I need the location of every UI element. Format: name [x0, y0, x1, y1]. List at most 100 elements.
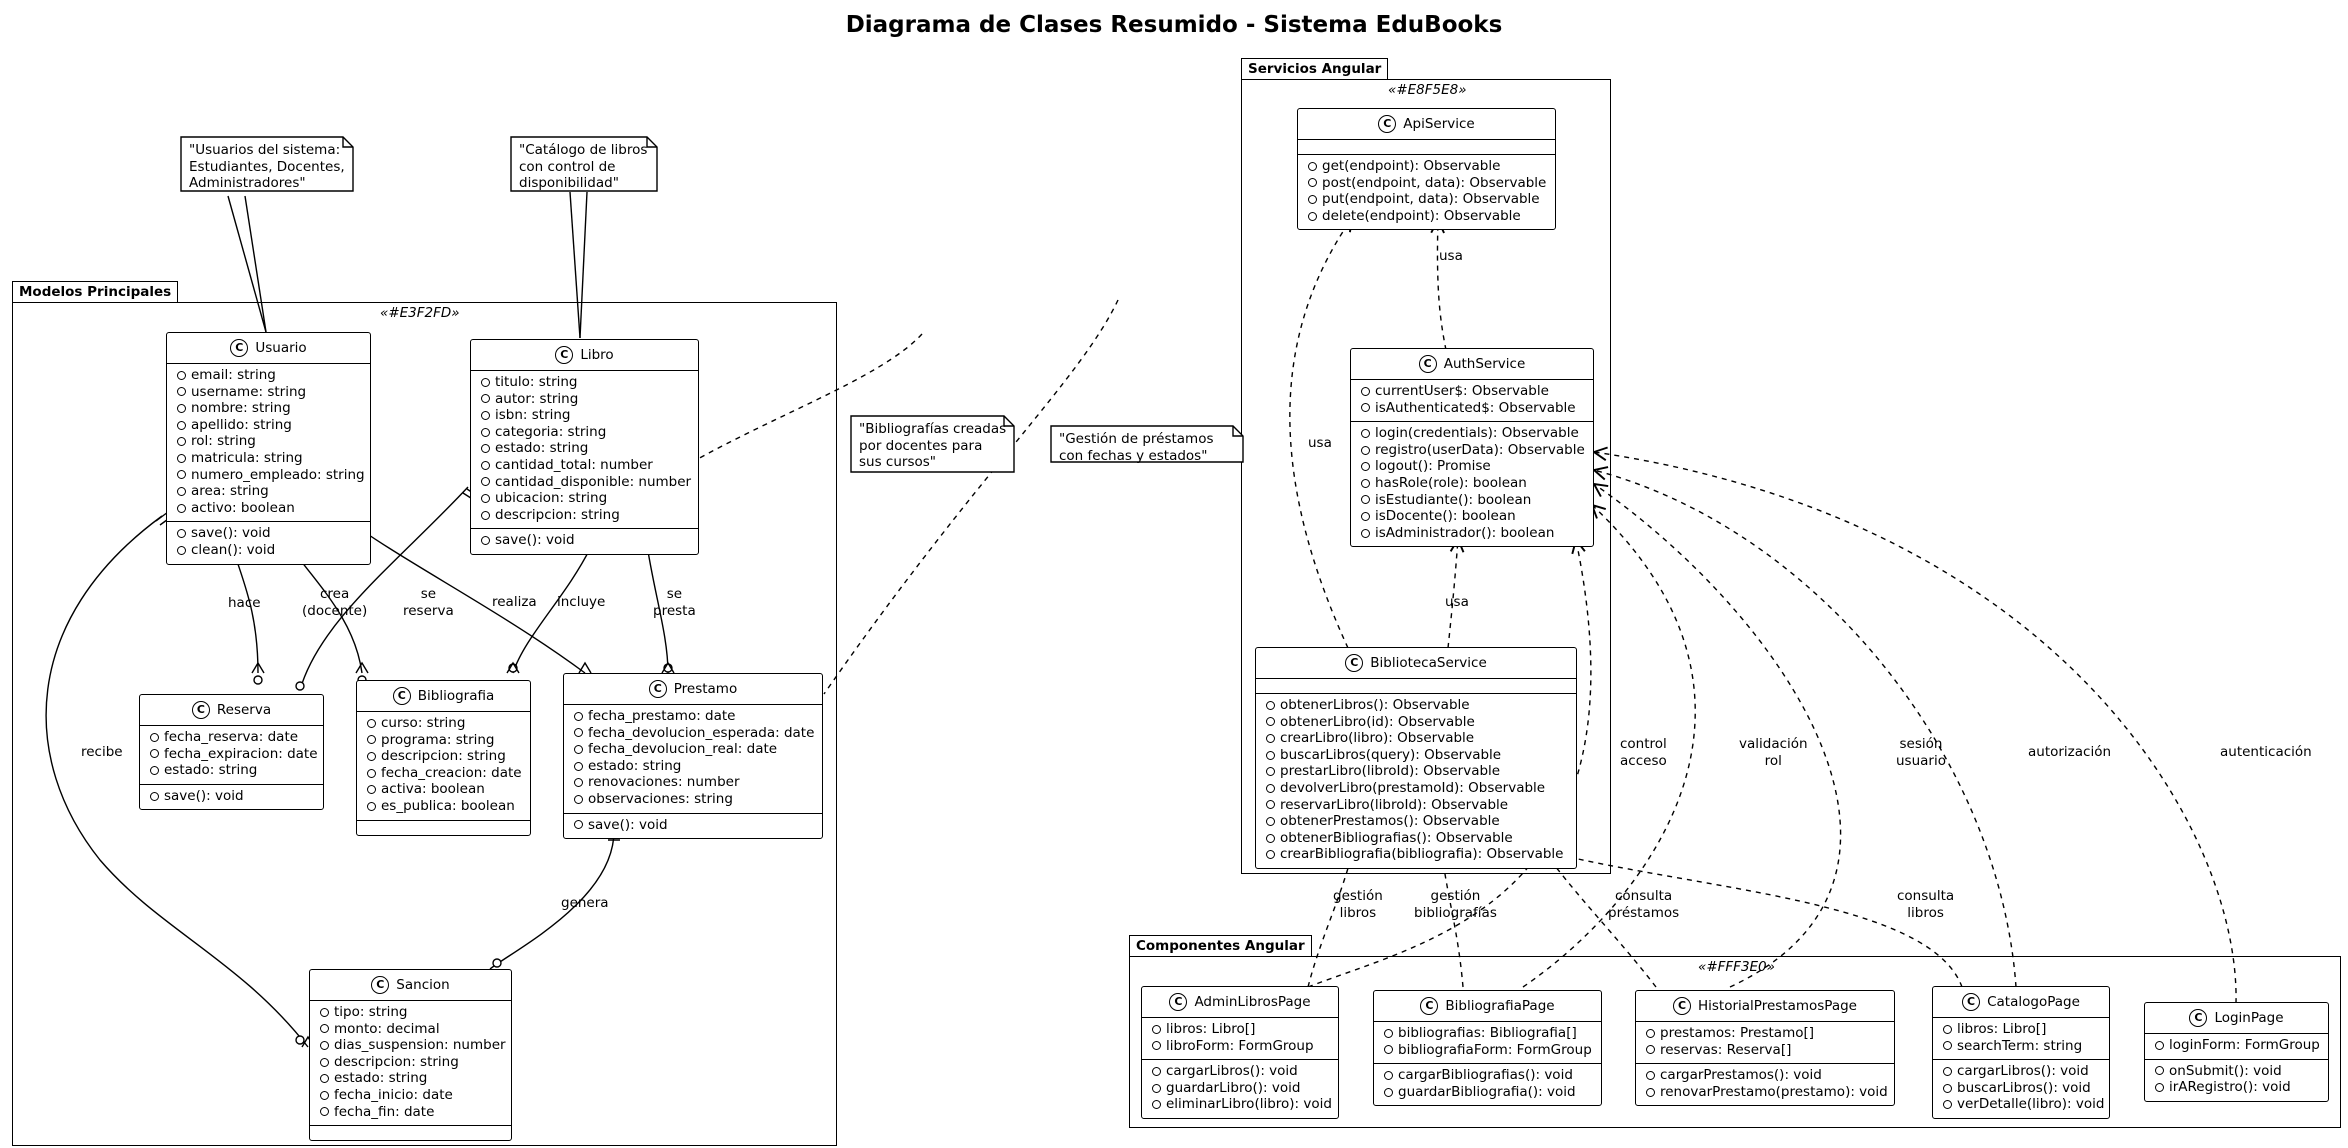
dep-historial-biblioteca — [1546, 854, 1657, 988]
class-member: tipo: string — [320, 1004, 505, 1021]
note-connector-usuarios — [227, 195, 267, 333]
public-visibility-icon — [1361, 462, 1370, 472]
class-member: cargarLibros(): void — [1152, 1063, 1332, 1080]
public-visibility-icon — [1361, 386, 1370, 396]
class-member: renovarPrestamo(prestamo): void — [1646, 1084, 1888, 1101]
public-visibility-icon — [177, 387, 186, 397]
class-member: post(endpoint, data): Observable — [1308, 175, 1549, 192]
class-attributes — [1298, 140, 1555, 155]
label-usa-biblioteca-api: usa — [1308, 435, 1332, 451]
diagram-title: Diagrama de Clases Resumido - Sistema Ed… — [845, 12, 1503, 38]
label-gestion-bibliografias: gestión bibliografías — [1414, 888, 1497, 921]
member-text: get(endpoint): Observable — [1322, 158, 1501, 174]
member-text: clean(): void — [191, 541, 276, 558]
class-member: irARegistro(): void — [2155, 1079, 2322, 1096]
member-text: tipo: string — [334, 1004, 408, 1020]
public-visibility-icon — [481, 493, 490, 503]
class-member: buscarLibros(query): Observable — [1266, 747, 1570, 764]
member-text: bibliografias: Bibliografia[] — [1398, 1025, 1577, 1041]
public-visibility-icon — [481, 427, 490, 437]
member-text: reservas: Reserva[] — [1660, 1041, 1792, 1058]
label-se-presta: se presta — [653, 586, 696, 619]
class-name: Usuario — [255, 340, 307, 356]
public-visibility-icon — [1646, 1087, 1655, 1097]
public-visibility-icon — [1943, 1041, 1952, 1051]
class-c-icon: C — [1672, 997, 1691, 1015]
public-visibility-icon — [177, 545, 186, 555]
class-member: currentUser$: Observable — [1361, 383, 1587, 400]
public-visibility-icon — [1152, 1041, 1161, 1051]
class-attributes: libros: Libro[]searchTerm: string — [1933, 1018, 2109, 1061]
public-visibility-icon — [1308, 211, 1317, 221]
member-text: isEstudiante(): boolean — [1375, 491, 1532, 508]
class-member: matricula: string — [177, 450, 364, 467]
class-member: guardarBibliografia(): void — [1384, 1084, 1595, 1101]
class-c-icon: C — [1345, 654, 1364, 672]
member-text: renovarPrestamo(prestamo): void — [1660, 1083, 1888, 1100]
class-member: isbn: string — [481, 407, 692, 424]
class-member: save(): void — [177, 525, 364, 542]
member-text: descripcion: string — [381, 748, 506, 765]
member-text: estado: string — [164, 762, 258, 779]
label-autorizacion: autorización — [2028, 744, 2112, 760]
dep-biblioteca-api — [1289, 218, 1352, 649]
class-member: save(): void — [150, 788, 317, 805]
label-realiza: realiza — [492, 594, 537, 610]
member-text: estado: string — [495, 440, 589, 457]
public-visibility-icon — [177, 420, 186, 430]
class-name: Libro — [580, 347, 614, 363]
public-visibility-icon — [1266, 800, 1275, 810]
class-c-icon: C — [1169, 993, 1188, 1011]
member-text: guardarLibro(): void — [1166, 1079, 1301, 1096]
class-member: obtenerLibro(id): Observable — [1266, 714, 1570, 731]
member-text: fecha_inicio: date — [334, 1086, 453, 1103]
dep-bibliografia-biblioteca — [1442, 854, 1464, 988]
class-member: isEstudiante(): boolean — [1361, 492, 1587, 509]
class-member: cargarPrestamos(): void — [1646, 1067, 1888, 1084]
member-text: curso: string — [381, 715, 466, 731]
member-text: fecha_fin: date — [334, 1103, 435, 1120]
class-name: LoginPage — [2214, 1010, 2284, 1026]
member-text: put(endpoint, data): Observable — [1322, 191, 1540, 208]
member-text: prestarLibro(libroId): Observable — [1280, 763, 1501, 780]
class-member: email: string — [177, 367, 364, 384]
public-visibility-icon — [481, 444, 490, 454]
class-name: BibliotecaService — [1370, 655, 1487, 671]
class-member: eliminarLibro(libro): void — [1152, 1096, 1332, 1113]
class-member: reservas: Reserva[] — [1646, 1042, 1888, 1059]
class-member: fecha_fin: date — [320, 1104, 505, 1121]
class-member: put(endpoint, data): Observable — [1308, 191, 1549, 208]
member-text: monto: decimal — [334, 1020, 440, 1037]
class-member: estado: string — [481, 440, 692, 457]
class-member: logout(): Promise — [1361, 458, 1587, 475]
public-visibility-icon — [1361, 403, 1370, 413]
package-tab-servicios: Servicios Angular — [1241, 58, 1389, 79]
public-visibility-icon — [320, 1040, 329, 1050]
class-member: cargarBibliografias(): void — [1384, 1067, 1595, 1084]
member-text: buscarLibros(query): Observable — [1280, 746, 1502, 763]
public-visibility-icon — [574, 711, 583, 721]
member-text: estado: string — [334, 1070, 428, 1087]
member-text: cantidad_total: number — [495, 456, 653, 473]
label-se-reserva: se reserva — [403, 586, 454, 619]
package-tab-modelos: Modelos Principales — [12, 281, 179, 302]
class-member: isDocente(): boolean — [1361, 508, 1587, 525]
class-attributes: libros: Libro[]libroForm: FormGroup — [1142, 1018, 1338, 1061]
